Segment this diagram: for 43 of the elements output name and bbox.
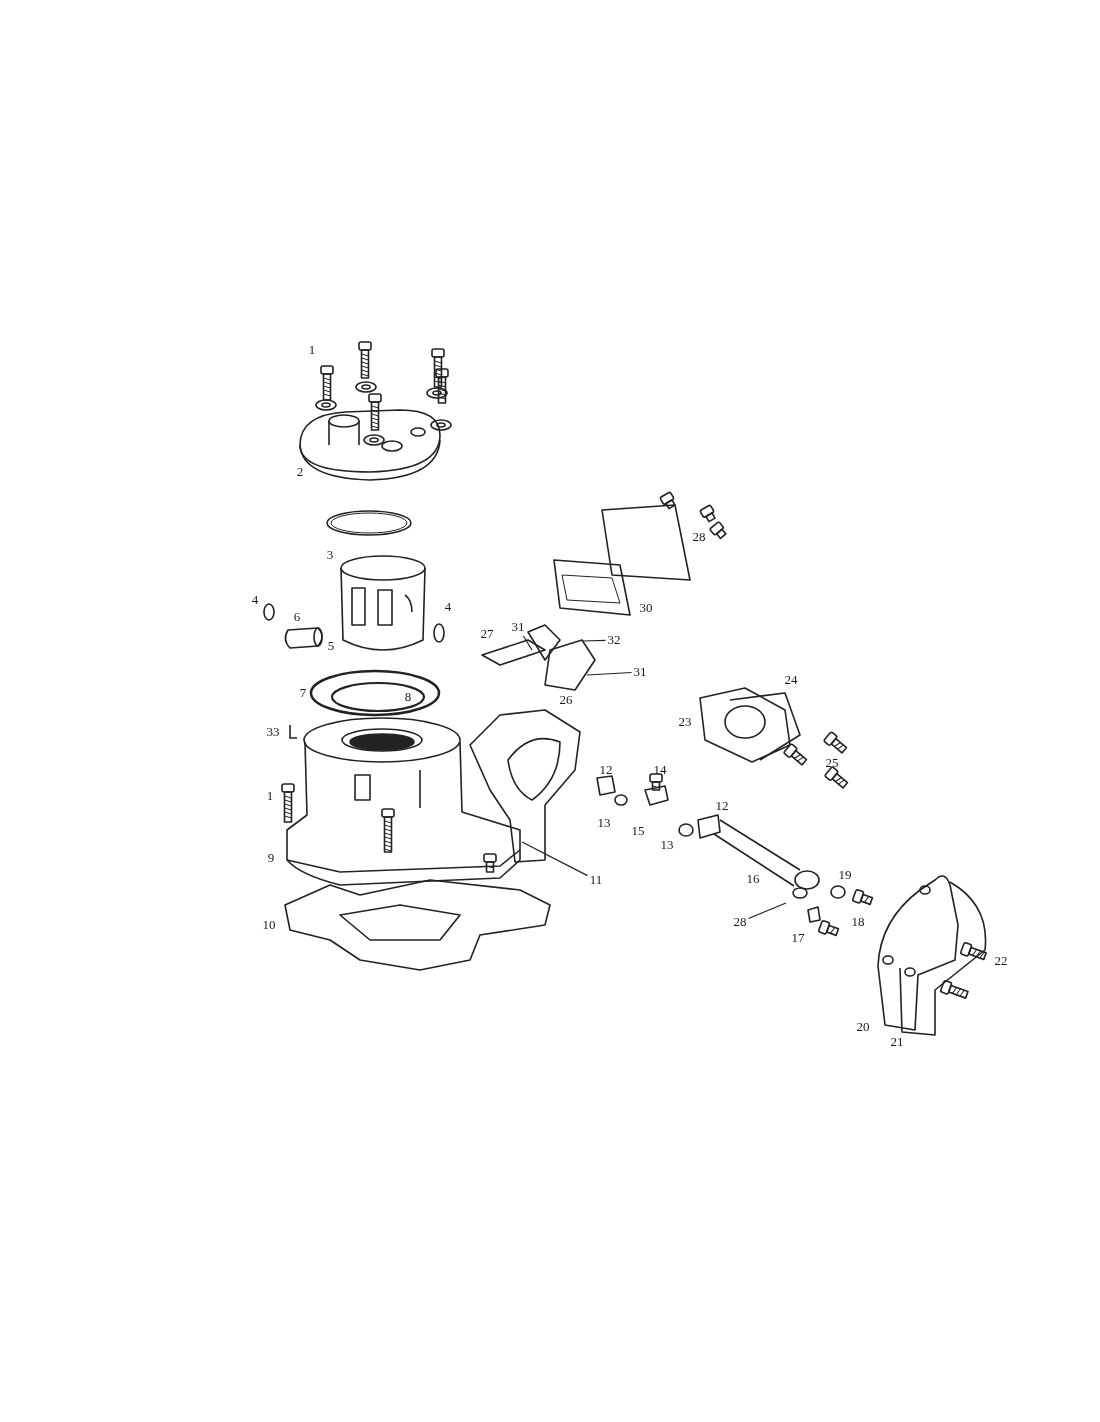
callout-number: 13 (597, 816, 611, 830)
leader-line (582, 639, 607, 642)
callout-number: 25 (825, 756, 839, 770)
callout-number: 13 (660, 838, 674, 852)
callout-number: 31 (633, 665, 647, 679)
leader-line (747, 902, 787, 920)
leader-line (522, 635, 533, 651)
callout-number: 30 (639, 601, 653, 615)
callout-number: 24 (784, 673, 798, 687)
callout-number: 12 (715, 799, 729, 813)
callout-number: 2 (296, 465, 304, 479)
leader-line (521, 841, 589, 877)
callout-number: 4 (444, 600, 452, 614)
callout-number: 28 (692, 530, 706, 544)
callout-number: 1 (308, 343, 316, 357)
callout-number: 21 (890, 1035, 904, 1049)
callout-number: 19 (838, 868, 852, 882)
callout-number: 20 (856, 1020, 870, 1034)
callout-number: 23 (678, 715, 692, 729)
callout-number: 12 (599, 763, 613, 777)
callout-number: 9 (267, 851, 275, 865)
callout-number: 17 (791, 931, 805, 945)
callout-number: 5 (327, 639, 335, 653)
callout-number: 32 (607, 633, 621, 647)
callout-number: 8 (404, 690, 412, 704)
leader-line (586, 671, 633, 676)
callout-number: 6 (293, 610, 301, 624)
callout-number: 14 (653, 763, 667, 777)
callout-number: 3 (326, 548, 334, 562)
callout-number: 10 (262, 918, 276, 932)
callout-number: 15 (631, 824, 645, 838)
callout-number: 11 (589, 873, 603, 887)
callout-number: 16 (746, 872, 760, 886)
callout-number: 26 (559, 693, 573, 707)
callout-number: 7 (299, 686, 307, 700)
callout-number: 1 (266, 789, 274, 803)
callout-number: 4 (251, 593, 259, 607)
callout-number: 33 (266, 725, 280, 739)
callout-number: 31 (511, 620, 525, 634)
callout-number: 27 (480, 627, 494, 641)
callout-number: 28 (733, 915, 747, 929)
callout-number: 22 (994, 954, 1008, 968)
callout-number: 18 (851, 915, 865, 929)
